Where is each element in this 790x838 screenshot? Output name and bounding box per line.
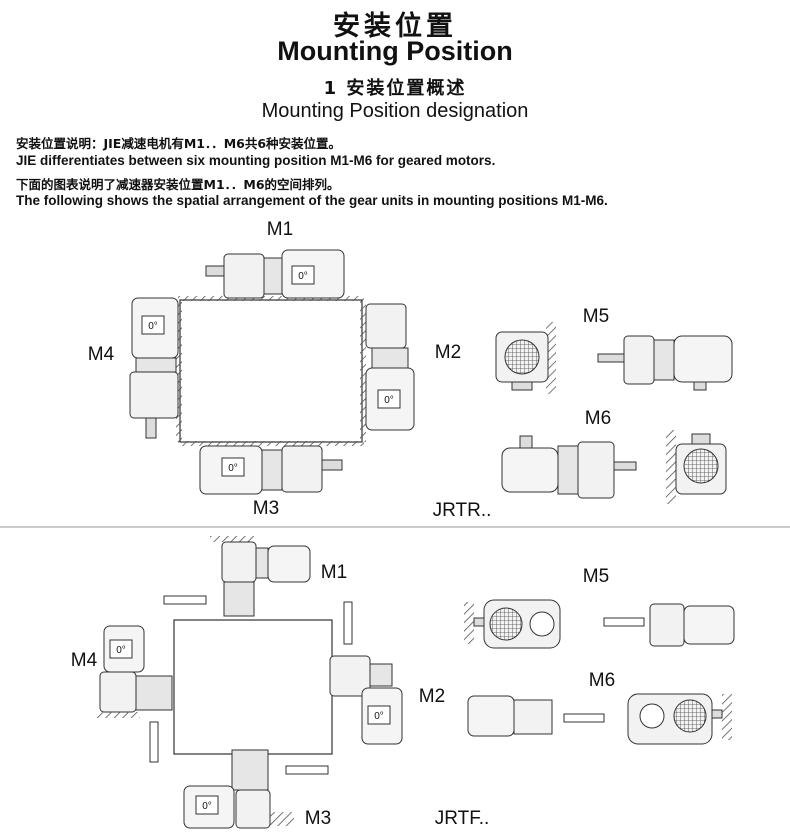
jrtr-m4-motor-mark: 0° [148, 321, 158, 332]
jrtf-m3-motor-mark: 0° [202, 801, 212, 812]
jrtr-m5-end-view [495, 322, 556, 394]
jrtf-m4-motor-mark: 0° [116, 645, 126, 656]
jrtf-label-m6: M6 [589, 670, 615, 691]
description-line-cn-2: 下面的图表说明了减速器安装位置M1．．M6的空间排列。 [16, 177, 340, 192]
jrtf-label-m4: M4 [71, 650, 98, 671]
jrtr-mounting-base [179, 299, 363, 443]
jrtr-m3-unit: 0° [178, 441, 364, 495]
jrtr-m2-motor-mark: 0° [384, 395, 394, 406]
jrtf-m6-end-view [627, 693, 732, 745]
section-heading-en: Mounting Position designation [261, 100, 529, 122]
description-line-cn-1: 安装位置说明：JIE减速电机有M1．．M6共6种安装位置。 [16, 136, 342, 151]
jrtr-m5-side-view [597, 335, 733, 391]
jrtr-m6-end-view [666, 430, 727, 504]
jrtf-label-m2: M2 [419, 686, 445, 707]
mounting-position-diagram: 0° 0° 0° 0° [0, 219, 790, 829]
jrtf-series-label: JRTF.. [435, 808, 490, 829]
jrtf-label-m1: M1 [321, 562, 347, 583]
jrtr-m2-unit: 0° [360, 300, 415, 442]
jrtf-m5-side-view [603, 603, 735, 647]
jrtr-label-m1: M1 [267, 219, 293, 240]
description-line-en-1: JIE differentiates between six mounting … [16, 153, 496, 168]
jrtf-m4-unit: 0° [96, 625, 173, 718]
description-line-en-2: The following shows the spatial arrangem… [16, 193, 608, 208]
jrtf-label-m3: M3 [305, 808, 331, 829]
jrtf-m2-unit: 0° [329, 655, 403, 745]
jrtr-section: 0° 0° 0° 0° [88, 219, 733, 521]
jrtf-m5-end-view [464, 599, 561, 649]
jrtf-m6-side-view [467, 695, 605, 737]
jrtr-m1-unit: 0° [178, 249, 364, 301]
jrtr-m6-side-view [501, 435, 637, 499]
jrtf-section: 0° 0° 0° M1 M2 M3 M4 [71, 536, 735, 829]
jrtf-mounting-base [173, 619, 333, 755]
jrtf-m2-motor-mark: 0° [374, 711, 384, 722]
jrtr-label-m4: M4 [88, 344, 115, 365]
jrtr-m4-unit: 0° [129, 297, 182, 442]
page-title-cn: 安装位置 [333, 11, 457, 42]
jrtr-label-m5: M5 [583, 306, 609, 327]
jrtr-label-m3: M3 [253, 498, 279, 519]
section-heading-cn: 1 安装位置概述 [323, 78, 467, 99]
jrtf-m3-unit: 0° [149, 721, 329, 829]
jrtr-m3-motor-mark: 0° [228, 463, 238, 474]
jrtr-label-m6: M6 [585, 408, 611, 429]
page-title-en: Mounting Position [277, 36, 513, 66]
jrtr-m1-motor-mark: 0° [298, 271, 308, 282]
jrtr-series-label: JRTR.. [433, 500, 492, 521]
jrtf-m1-unit [163, 536, 353, 645]
jrtf-label-m5: M5 [583, 566, 609, 587]
jrtr-label-m2: M2 [435, 342, 461, 363]
